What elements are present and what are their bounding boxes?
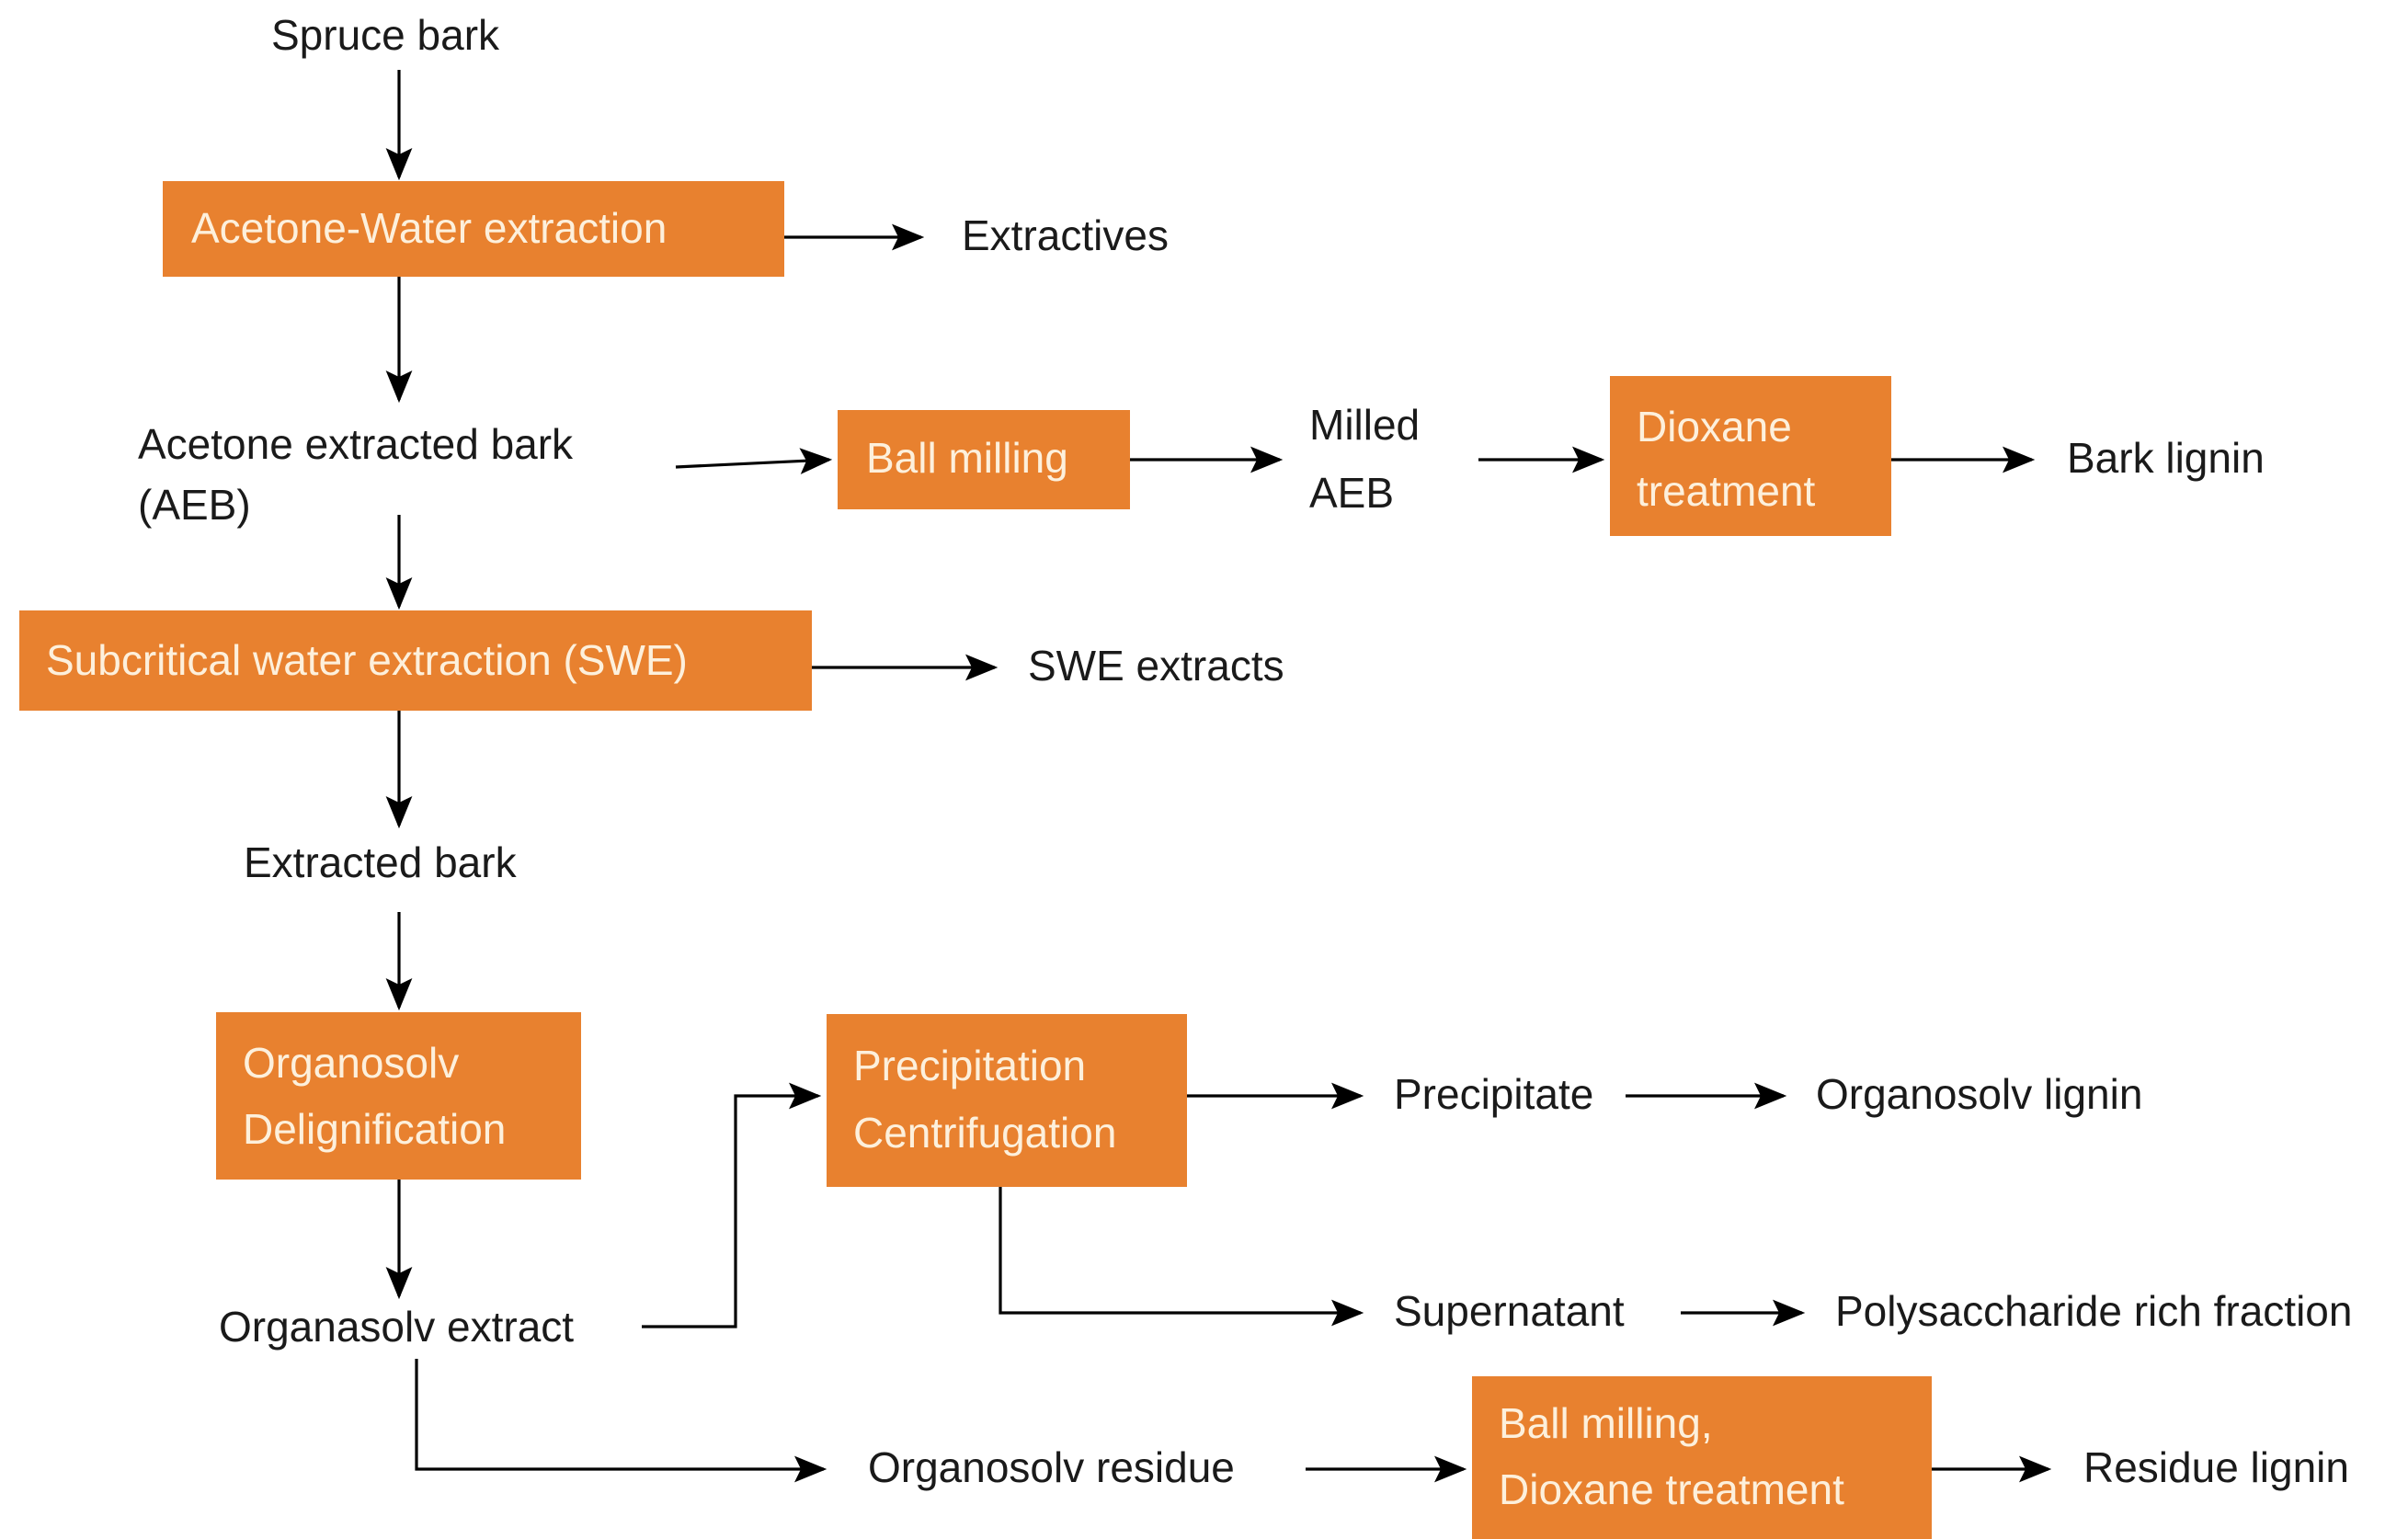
node-spruce-bark: Spruce bark bbox=[271, 11, 500, 59]
edge-organasolvextract-to-precipitation bbox=[642, 1082, 822, 1328]
node-organosolv-lignin: Organosolv lignin bbox=[1816, 1070, 2142, 1118]
process-ball-milling-dioxane-treatment[interactable]: Ball milling, Dioxane treatment bbox=[1472, 1376, 1932, 1539]
process-organosolv-delignification-label-line2: Delignification bbox=[243, 1105, 506, 1153]
node-organasolv-extract: Organasolv extract bbox=[219, 1303, 574, 1351]
process-precipitation-centrifugation-label-line1: Precipitation bbox=[853, 1042, 1086, 1089]
process-ball-milling[interactable]: Ball milling bbox=[838, 410, 1130, 509]
node-swe-extracts: SWE extracts bbox=[1028, 642, 1284, 690]
node-organosolv-residue: Organosolv residue bbox=[868, 1443, 1235, 1491]
node-polysaccharide-rich-fraction: Polysaccharide rich fraction bbox=[1835, 1287, 2352, 1335]
process-dioxane-treatment-label-line2: treatment bbox=[1637, 467, 1816, 515]
edge-aeb-to-ballmilling bbox=[675, 448, 833, 474]
process-dioxane-treatment-label-line1: Dioxane bbox=[1637, 403, 1792, 450]
process-acetone-water-extraction[interactable]: Acetone-Water extraction bbox=[163, 181, 784, 277]
edge-precipitation-to-supernatant bbox=[999, 1186, 1364, 1327]
process-precipitation-centrifugation-label-line2: Centrifugation bbox=[853, 1109, 1116, 1157]
node-precipitate: Precipitate bbox=[1394, 1070, 1593, 1118]
node-extracted-bark: Extracted bark bbox=[244, 838, 518, 886]
process-ball-milling-dioxane-label-line1: Ball milling, bbox=[1499, 1399, 1713, 1447]
node-milled-aeb-line1: Milled bbox=[1309, 401, 1420, 449]
node-acetone-extracted-bark-line2: (AEB) bbox=[138, 481, 251, 529]
node-bark-lignin: Bark lignin bbox=[2067, 434, 2265, 482]
node-milled-aeb-line2: AEB bbox=[1309, 469, 1394, 517]
node-residue-lignin: Residue lignin bbox=[2083, 1443, 2349, 1491]
process-ball-milling-dioxane-label-line2: Dioxane treatment bbox=[1499, 1465, 1844, 1513]
node-acetone-extracted-bark-line1: Acetone extracted bark bbox=[138, 420, 574, 468]
process-dioxane-treatment[interactable]: Dioxane treatment bbox=[1610, 376, 1891, 536]
process-organosolv-delignification-label-line1: Organosolv bbox=[243, 1039, 459, 1087]
node-supernatant: Supernatant bbox=[1394, 1287, 1625, 1335]
process-organosolv-delignification[interactable]: Organosolv Delignification bbox=[216, 1012, 581, 1180]
edge-organasolvextract-to-organosolvresidue bbox=[415, 1359, 827, 1483]
process-subcritical-water-extraction-label: Subcritical water extraction (SWE) bbox=[46, 636, 688, 684]
process-acetone-water-extraction-label: Acetone-Water extraction bbox=[191, 204, 667, 252]
process-precipitation-centrifugation[interactable]: Precipitation Centrifugation bbox=[827, 1014, 1187, 1187]
process-subcritical-water-extraction[interactable]: Subcritical water extraction (SWE) bbox=[19, 610, 812, 711]
process-ball-milling-label: Ball milling bbox=[866, 434, 1068, 482]
node-extractives: Extractives bbox=[962, 211, 1169, 259]
